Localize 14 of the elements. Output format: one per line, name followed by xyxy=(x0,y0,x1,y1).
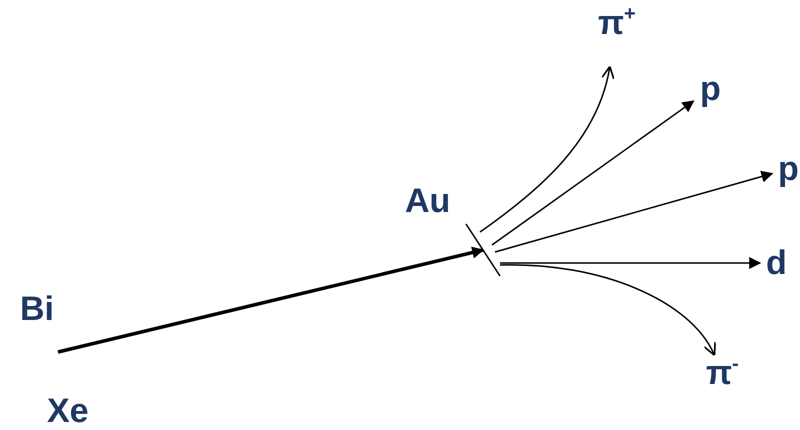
particle-label: p xyxy=(778,152,799,186)
ion-label: Xe xyxy=(47,394,89,428)
particle-label: π$^{+}$ xyxy=(598,6,636,40)
arrow xyxy=(500,257,762,269)
arrow xyxy=(492,100,694,246)
particle-label: p xyxy=(700,72,721,106)
target-label: Au xyxy=(405,184,450,218)
ion-label: Bi xyxy=(20,292,54,326)
particle-label: π$^{-}$ xyxy=(706,356,739,390)
curved-arrow xyxy=(480,66,614,233)
curved-arrow xyxy=(500,264,716,356)
arrow xyxy=(58,246,484,354)
particle-label: d xyxy=(766,246,787,280)
arrow xyxy=(494,170,774,253)
